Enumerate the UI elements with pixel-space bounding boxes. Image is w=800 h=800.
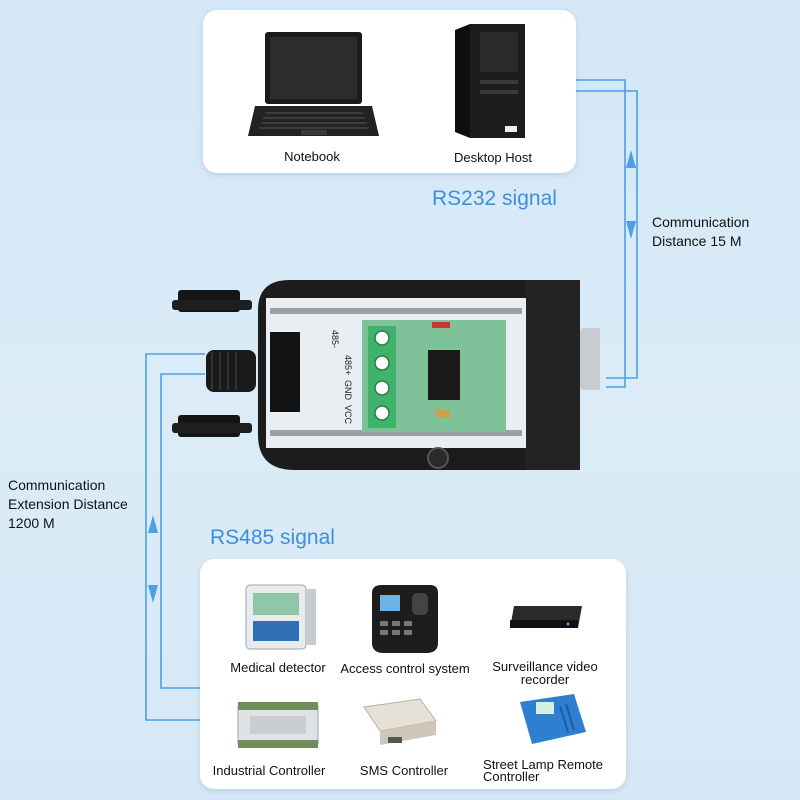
notebook-icon <box>248 32 379 136</box>
street-lamp-label: Street Lamp Remote Controller <box>483 757 603 784</box>
cable-gland <box>206 350 256 392</box>
rs485-arrows <box>148 515 158 603</box>
desktop-host-label: Desktop Host <box>453 150 533 165</box>
rs485-signal-label: RS485 signal <box>210 526 335 549</box>
industrial-controller-label: Industrial Controller <box>212 763 326 778</box>
sms-controller-icon <box>363 698 437 745</box>
medical-detector-label: Medical detector <box>230 660 326 675</box>
arrow-down-icon <box>148 585 158 603</box>
db9-connector <box>580 328 600 390</box>
rs232-lines <box>576 79 638 388</box>
arrow-up-icon <box>626 150 636 168</box>
access-control-label: Access control system <box>340 661 470 676</box>
notebook-label: Notebook <box>284 149 340 164</box>
sms-controller-label: SMS Controller <box>359 763 449 778</box>
terminal-label-485-plus: 485+ <box>343 355 353 376</box>
medical-detector-icon <box>245 584 316 650</box>
communication-extension-distance-1200m: Communication Extension Distance 1200 M <box>8 477 128 531</box>
terminal-label-gnd: GND <box>343 380 353 400</box>
terminal-label-vcc: VCC <box>343 405 353 425</box>
access-control-icon <box>372 585 438 653</box>
knob-icon <box>427 447 449 469</box>
rs485-lines <box>145 353 205 721</box>
rs232-arrows <box>626 150 636 239</box>
street-lamp-controller-icon <box>520 694 586 744</box>
rs232-signal-label: RS232 signal <box>432 187 557 210</box>
desktop-host-icon <box>455 24 525 138</box>
arrow-down-icon <box>626 221 636 239</box>
ic-chip <box>428 350 460 400</box>
video-recorder-icon <box>510 606 582 628</box>
communication-distance-15m: Communication Distance 15 M <box>652 214 750 249</box>
arrow-up-icon <box>148 515 158 533</box>
terminal-label-485-minus: 485- <box>330 330 340 349</box>
industrial-controller-icon <box>237 702 319 748</box>
rs232-rs485-converter <box>172 280 600 470</box>
surveillance-label: Surveillance video recorder <box>492 659 598 687</box>
